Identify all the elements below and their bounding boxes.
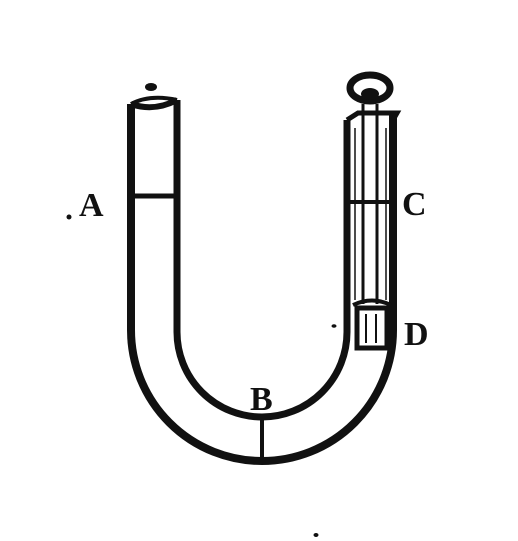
ink-dot	[145, 83, 157, 91]
piston-plug	[354, 305, 390, 351]
label-b: B	[250, 381, 273, 418]
ink-speck-bottom	[313, 533, 319, 537]
left-tube-mouth-back	[130, 95, 178, 106]
u-tube-outer-wall	[127, 104, 397, 465]
label-a: A	[79, 187, 104, 224]
piston-handle-knob	[361, 88, 379, 100]
piston-plug-top	[352, 298, 392, 307]
u-tube-inner-wall	[173, 100, 351, 421]
left-tube-mouth	[130, 97, 179, 111]
ink-speck-d	[331, 324, 337, 328]
label-c: C	[402, 186, 427, 223]
ink-speck-left	[66, 214, 72, 220]
label-d: D	[404, 316, 429, 353]
